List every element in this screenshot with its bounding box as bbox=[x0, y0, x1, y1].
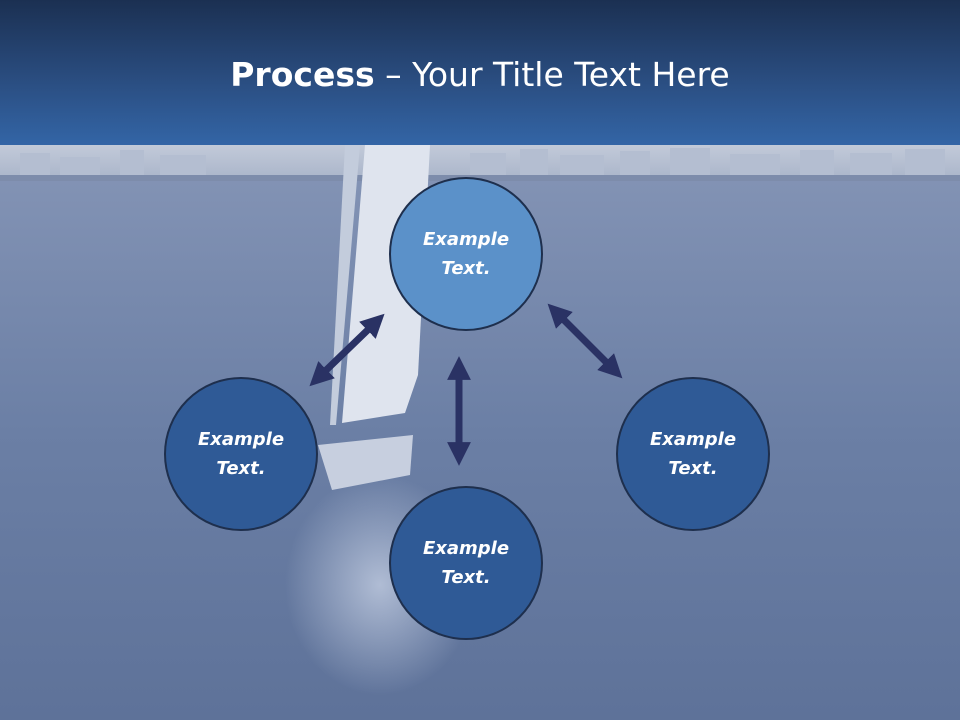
process-node-bottom: Example Text. bbox=[389, 486, 543, 640]
node-label: Example Text. bbox=[197, 429, 285, 479]
process-node-right: Example Text. bbox=[616, 377, 770, 531]
title-bar: Process – Your Title Text Here bbox=[0, 0, 960, 145]
node-label: Example Text. bbox=[649, 429, 737, 479]
slide-title: Process – Your Title Text Here bbox=[0, 53, 960, 97]
process-node-left: Example Text. bbox=[164, 377, 318, 531]
arrow-top-right bbox=[547, 303, 623, 379]
process-node-top: Example Text. bbox=[389, 177, 543, 331]
node-label: Example Text. bbox=[422, 229, 510, 279]
node-label: Example Text. bbox=[422, 538, 510, 588]
title-bold: Process bbox=[230, 55, 375, 94]
title-rest: – Your Title Text Here bbox=[374, 55, 730, 94]
arrow-top-left bbox=[309, 313, 385, 387]
